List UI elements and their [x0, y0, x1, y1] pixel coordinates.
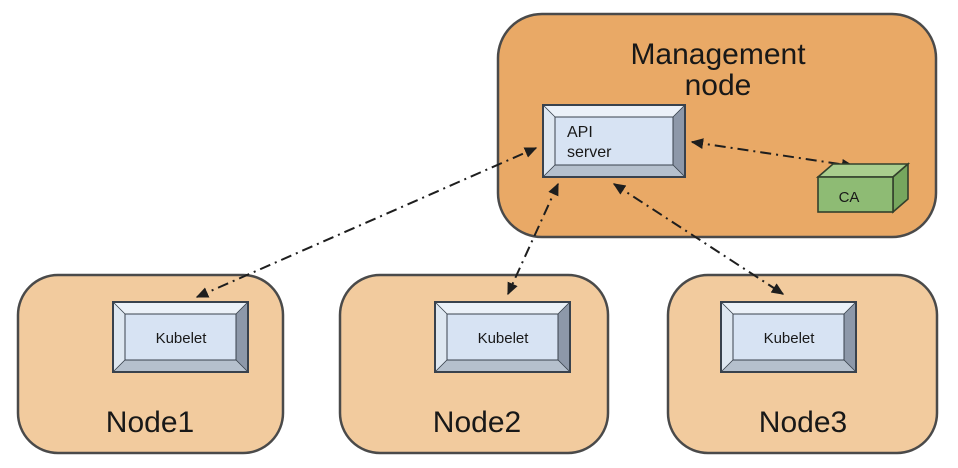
kubelet3-label: Kubelet: [764, 330, 816, 347]
box-face: [554, 116, 674, 166]
kubelet1-label: Kubelet: [156, 330, 208, 347]
edge-kubelet1-apiserver: [195, 147, 538, 298]
bevel-left: [542, 104, 556, 178]
ca-front-face: [817, 176, 894, 213]
node3-label: Node3: [759, 406, 847, 439]
management-node-title-line1: Management: [630, 38, 806, 71]
api-server-label-line2: server: [567, 144, 612, 161]
box-outline: [542, 104, 686, 178]
bevel-bottom: [542, 164, 686, 178]
api-server-box: API server: [542, 104, 686, 178]
kubelet1-box: Kubelet: [112, 301, 249, 373]
edge-kubelet3-apiserver: [612, 183, 785, 295]
ca-label: CA: [839, 189, 860, 206]
edge-kubelet2-apiserver: [507, 182, 559, 296]
edge-apiserver-ca: [690, 138, 855, 170]
ca-box: CA: [815, 162, 911, 214]
kubelet2-label: Kubelet: [478, 330, 530, 347]
node2-label: Node2: [433, 406, 521, 439]
bevel-right: [672, 104, 686, 178]
kubelet3-box: Kubelet: [720, 301, 857, 373]
bevel-top: [542, 104, 686, 118]
node1-label: Node1: [106, 406, 194, 439]
api-server-label-line1: API: [567, 124, 593, 141]
management-node-title-line2: node: [685, 69, 752, 102]
kubelet2-box: Kubelet: [434, 301, 571, 373]
